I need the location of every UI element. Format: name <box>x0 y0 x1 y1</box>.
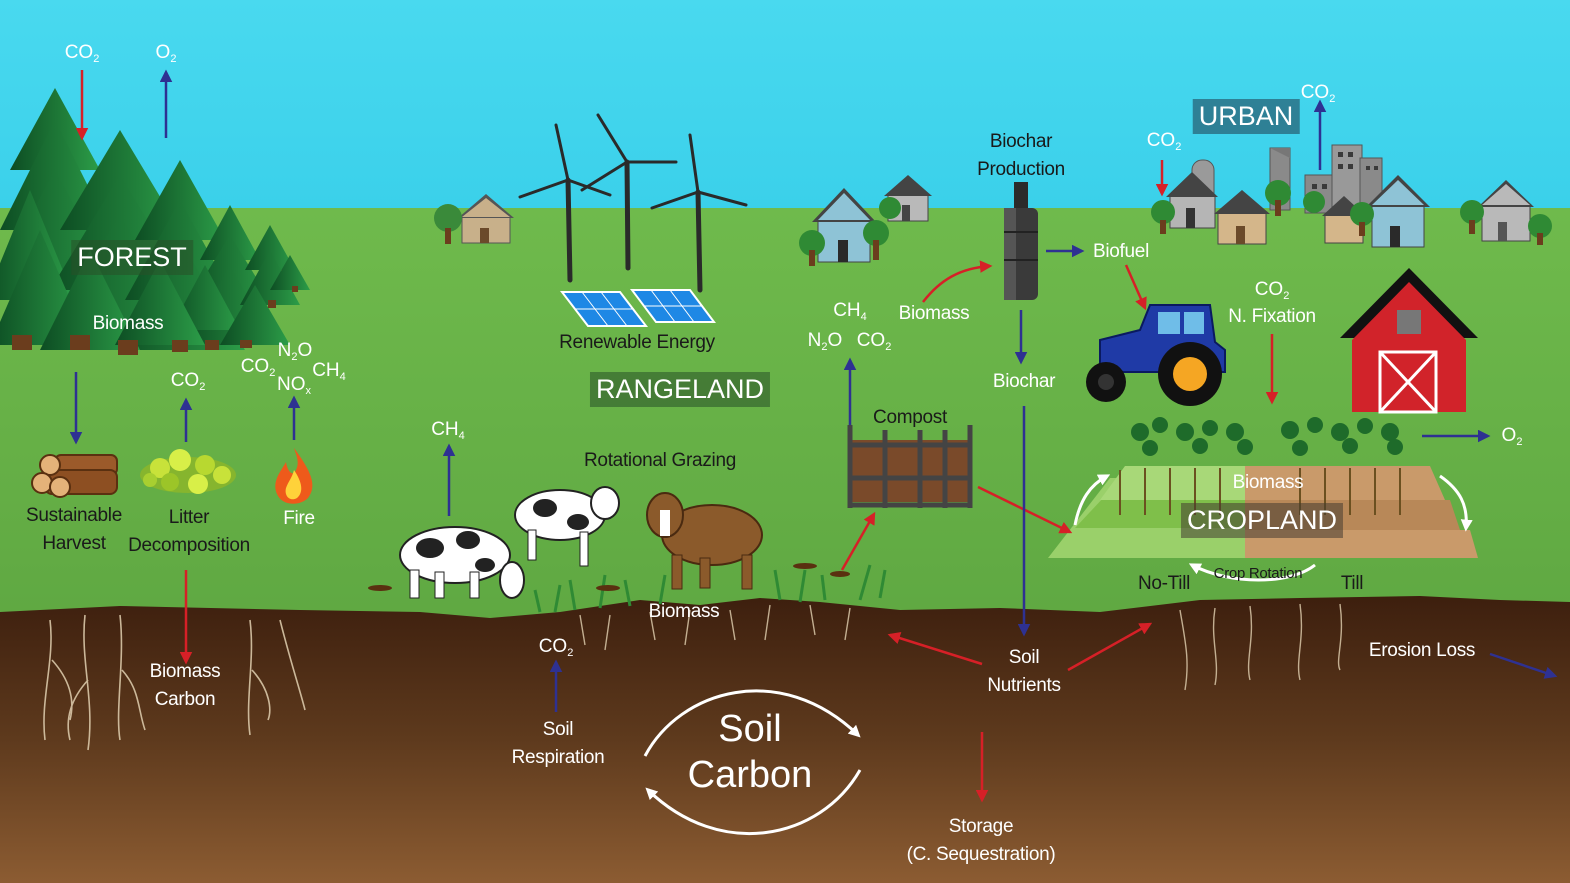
soil-carbon-cycle <box>643 689 862 835</box>
fire-nox: NOx <box>277 374 311 397</box>
biomass-carbon-label: Biomass Carbon <box>149 661 221 710</box>
region-cropland-title: CROPLAND <box>1180 503 1344 538</box>
biochar-label: Biochar <box>992 371 1056 392</box>
grass-roots <box>579 603 1343 691</box>
tractor <box>1086 304 1226 406</box>
biochar-production-label: Biochar Production <box>977 131 1065 180</box>
compost-biomass-label: Biomass <box>898 303 970 324</box>
litter-co2: CO2 <box>170 370 206 393</box>
crop-co2: CO2 <box>1254 279 1290 302</box>
forest-biomass-label: Biomass <box>92 313 164 334</box>
region-forest-title: FOREST <box>71 240 193 275</box>
cropland-biomass-label: Biomass <box>1232 472 1304 493</box>
soil-layer <box>0 596 1570 883</box>
crop-rotation-arrows <box>1073 474 1473 582</box>
biofuel-label: Biofuel <box>1093 241 1149 262</box>
renewable-energy-label: Renewable Energy <box>559 332 715 353</box>
fire-ch4: CH4 <box>312 360 346 383</box>
n-fixation-label: N. Fixation <box>1228 306 1316 327</box>
erosion-loss-label: Erosion Loss <box>1368 640 1476 661</box>
rangeland-biomass-label: Biomass <box>648 601 720 622</box>
compost-co2: CO2 <box>856 330 892 353</box>
wind-turbines <box>518 113 748 293</box>
till-label: Till <box>1340 573 1364 594</box>
tree-roots <box>43 614 306 751</box>
urban-co2-in: CO2 <box>1146 130 1182 153</box>
urban-buildings <box>1151 144 1552 248</box>
forest-o2-out: O2 <box>155 42 177 65</box>
soil-carbon-label: Soil Carbon <box>687 708 813 796</box>
urban-co2-out: CO2 <box>1300 82 1336 105</box>
crop-rotation-label: Crop Rotation <box>1213 565 1303 582</box>
no-till-label: No-Till <box>1137 573 1191 594</box>
fire-flame <box>275 448 313 504</box>
litter-decomposition-label: Litter Decomposition <box>128 507 250 556</box>
biochar-reactor <box>1004 182 1038 300</box>
region-urban-title: URBAN <box>1192 99 1300 134</box>
sustainable-harvest-label: Sustainable Harvest <box>26 505 122 554</box>
forest-co2-in: CO2 <box>64 42 100 65</box>
soil-co2: CO2 <box>538 636 574 659</box>
red-barn <box>1340 268 1478 414</box>
cow-ch4: CH4 <box>431 419 465 442</box>
houses <box>434 175 932 266</box>
compost-label: Compost <box>873 407 947 428</box>
crop-o2-out: O2 <box>1501 425 1523 448</box>
fire-co2: CO2 <box>240 356 276 379</box>
compost-ch4: CH4 <box>833 300 867 323</box>
red-flow-arrows <box>75 70 1279 803</box>
leaf-litter <box>140 449 236 494</box>
region-rangeland-title: RANGELAND <box>589 372 771 407</box>
blue-flow-arrows <box>69 69 1558 712</box>
solar-panels <box>559 289 716 327</box>
cows <box>368 486 887 613</box>
soil-respiration-label: Soil Respiration <box>511 719 605 768</box>
fire-label: Fire <box>283 508 315 529</box>
log-pile <box>31 454 118 498</box>
compost-bin <box>847 425 973 508</box>
compost-n2o: N2O <box>807 330 843 353</box>
rotational-grazing-label: Rotational Grazing <box>584 450 736 471</box>
fire-n2o: N2O <box>277 340 313 363</box>
soil-nutrients-label: Soil Nutrients <box>987 647 1061 696</box>
storage-label: Storage (C. Sequestration) <box>906 816 1056 865</box>
